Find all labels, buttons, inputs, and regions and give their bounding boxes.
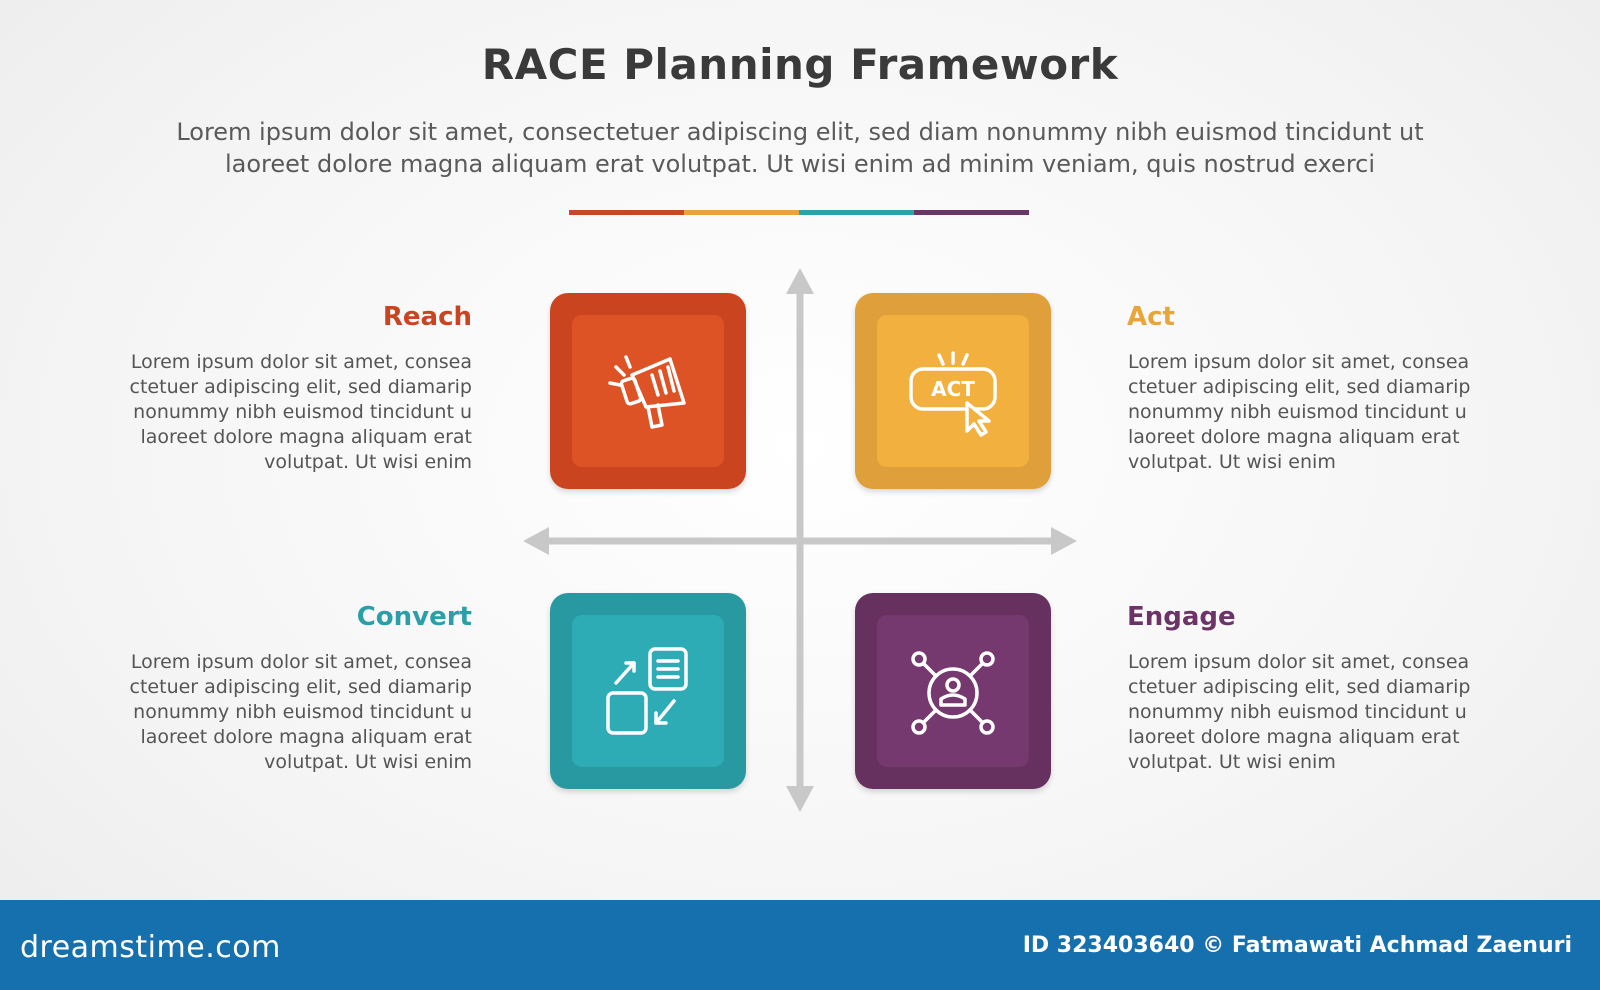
act-square: ACT (855, 293, 1051, 489)
subtitle-line: laoreet dolore magna aliquam erat volutp… (224, 150, 1376, 178)
act-label: Act (1127, 302, 1175, 332)
image-credit: ID 323403640 © Fatmawati Achmad Zaenuri (1022, 933, 1572, 958)
description-line: nonummy nibh euismod tincidunt u (133, 701, 472, 723)
divider-segment-reach (569, 210, 684, 215)
description-line: nonummy nibh euismod tincidunt u (133, 401, 472, 423)
axis-arrow-right (1051, 527, 1077, 555)
description-line: ctetuer adipiscing elit, sed diamarip (129, 376, 472, 398)
subtitle-line: Lorem ipsum dolor sit amet, consectetuer… (176, 118, 1424, 146)
axis-arrow-up (786, 268, 814, 294)
reach-square-inner (572, 315, 724, 467)
color-divider (569, 210, 1029, 215)
description-line: Lorem ipsum dolor sit amet, consea (1128, 651, 1470, 673)
description-line: laoreet dolore magna aliquam erat (140, 726, 472, 748)
footer-bar: dreamstime.com ID 323403640 © Fatmawati … (0, 900, 1600, 990)
divider-segment-convert (799, 210, 914, 215)
convert-label: Convert (356, 602, 472, 632)
engage-description: Lorem ipsum dolor sit amet, consea ctetu… (1128, 650, 1498, 775)
description-line: laoreet dolore magna aliquam erat (1128, 726, 1460, 748)
description-line: volutpat. Ut wisi enim (1128, 451, 1336, 473)
convert-description: Lorem ipsum dolor sit amet, consea ctetu… (102, 650, 472, 775)
description-line: ctetuer adipiscing elit, sed diamarip (129, 676, 472, 698)
axis-arrow-left (523, 527, 549, 555)
megaphone-icon (608, 355, 686, 429)
divider-segment-engage (914, 210, 1029, 215)
description-line: nonummy nibh euismod tincidunt u (1128, 401, 1467, 423)
description-line: Lorem ipsum dolor sit amet, consea (130, 351, 472, 373)
description-line: laoreet dolore magna aliquam erat (140, 426, 472, 448)
description-line: Lorem ipsum dolor sit amet, consea (1128, 351, 1470, 373)
act-click-icon: ACT (909, 351, 997, 437)
network-user-icon (911, 651, 995, 735)
convert-square (550, 593, 746, 789)
description-line: Lorem ipsum dolor sit amet, consea (130, 651, 472, 673)
description-line: laoreet dolore magna aliquam erat (1128, 426, 1460, 448)
description-line: ctetuer adipiscing elit, sed diamarip (1128, 676, 1471, 698)
act-square-inner (877, 315, 1029, 467)
convert-square-inner (572, 615, 724, 767)
axis-arrow-down (786, 786, 814, 812)
reach-description: Lorem ipsum dolor sit amet, consea ctetu… (102, 350, 472, 475)
page-subtitle: Lorem ipsum dolor sit amet, consectetuer… (110, 116, 1490, 180)
quadrant-axes (523, 268, 1077, 812)
brand-logo[interactable]: dreamstime.com (20, 930, 281, 965)
engage-square (855, 593, 1051, 789)
reach-square (550, 293, 746, 489)
description-line: volutpat. Ut wisi enim (1128, 751, 1336, 773)
description-line: volutpat. Ut wisi enim (264, 751, 472, 773)
act-description: Lorem ipsum dolor sit amet, consea ctetu… (1128, 350, 1498, 475)
divider-segment-act (684, 210, 799, 215)
description-line: ctetuer adipiscing elit, sed diamarip (1128, 376, 1471, 398)
convert-icon (606, 647, 688, 735)
act-icon-text: ACT (931, 377, 975, 401)
reach-label: Reach (382, 302, 472, 332)
page-title: RACE Planning Framework (481, 40, 1119, 89)
engage-label: Engage (1127, 602, 1236, 632)
description-line: nonummy nibh euismod tincidunt u (1128, 701, 1467, 723)
description-line: volutpat. Ut wisi enim (264, 451, 472, 473)
